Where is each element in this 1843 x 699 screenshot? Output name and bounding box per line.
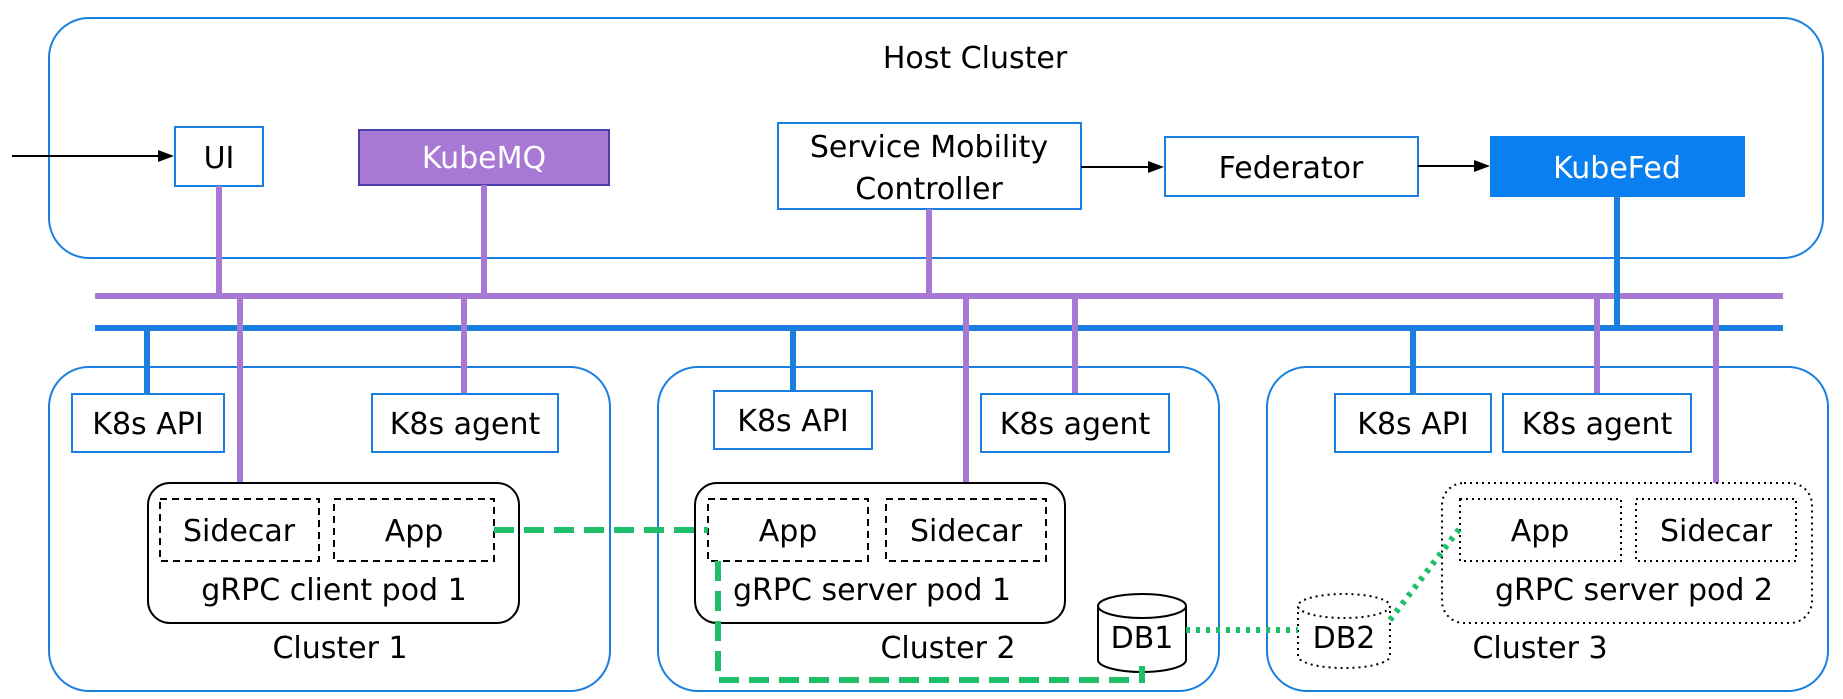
smc-label-line2: Controller [855,172,1003,207]
host-cluster-box [48,17,1824,259]
c2-pod-box [694,482,1066,624]
db1-label: DB1 [1111,621,1174,656]
c2-k8s-agent-label: K8s agent [1000,407,1151,442]
c2-k8s-api-box [713,390,873,450]
cluster-1-box [48,366,611,692]
federator-to-kubefed-arrowhead [1474,160,1490,172]
c2-k8s-api-label: K8s API [737,404,848,439]
smc-box [777,122,1082,210]
federator-box [1164,136,1419,197]
kubefed-box [1490,136,1745,197]
c3-pod-label: gRPC server pod 2 [1495,573,1773,608]
c2-k8s-agent-box [980,393,1170,453]
c3-sidecar-box [1635,498,1797,562]
c1-sidecar-label: Sidecar [183,514,296,549]
c3-app-label: App [1511,514,1570,549]
kubefed-label: KubeFed [1553,151,1681,186]
smc-label-line1: Service Mobility [810,130,1048,165]
c2-sidecar-label: Sidecar [910,514,1023,549]
c1-app-box [333,498,495,562]
ui-label: UI [204,141,235,176]
host-cluster-title: Host Cluster [883,41,1068,76]
c1-k8s-api-label: K8s API [92,407,203,442]
c1-app-label: App [385,514,444,549]
c1-cluster-label: Cluster 1 [272,631,407,666]
c3-k8s-api-box [1334,393,1492,453]
c2-sidecar-box [885,498,1047,562]
kubemq-box [358,129,610,186]
c3-k8s-agent-label: K8s agent [1522,407,1673,442]
c3-app-box [1459,498,1622,562]
ui-box [174,126,264,187]
cluster-3-box [1266,366,1829,692]
c3-pod-box [1441,482,1813,624]
app-to-db1-dashed-link [715,561,1145,683]
incoming-arrowhead [158,150,174,162]
c1-sidecar-box [159,498,320,562]
smc-to-federator-arrowhead [1148,161,1164,173]
c2-pod-label: gRPC server pod 1 [733,573,1011,608]
c1-k8s-api-box [71,393,225,453]
c3-k8s-api-label: K8s API [1357,407,1468,442]
c1-k8s-agent-label: K8s agent [390,407,541,442]
federator-label: Federator [1219,151,1364,186]
kubemq-label: KubeMQ [422,141,546,176]
c1-pod-label: gRPC client pod 1 [201,573,466,608]
db2-cylinder [1297,593,1391,669]
c2-app-label: App [759,514,818,549]
c3-k8s-agent-box [1502,393,1692,453]
c1-k8s-agent-box [371,393,559,453]
c3-cluster-label: Cluster 3 [1472,631,1607,666]
db2-label: DB2 [1313,621,1376,656]
c3-sidecar-label: Sidecar [1660,514,1773,549]
c2-cluster-label: Cluster 2 [880,631,1015,666]
